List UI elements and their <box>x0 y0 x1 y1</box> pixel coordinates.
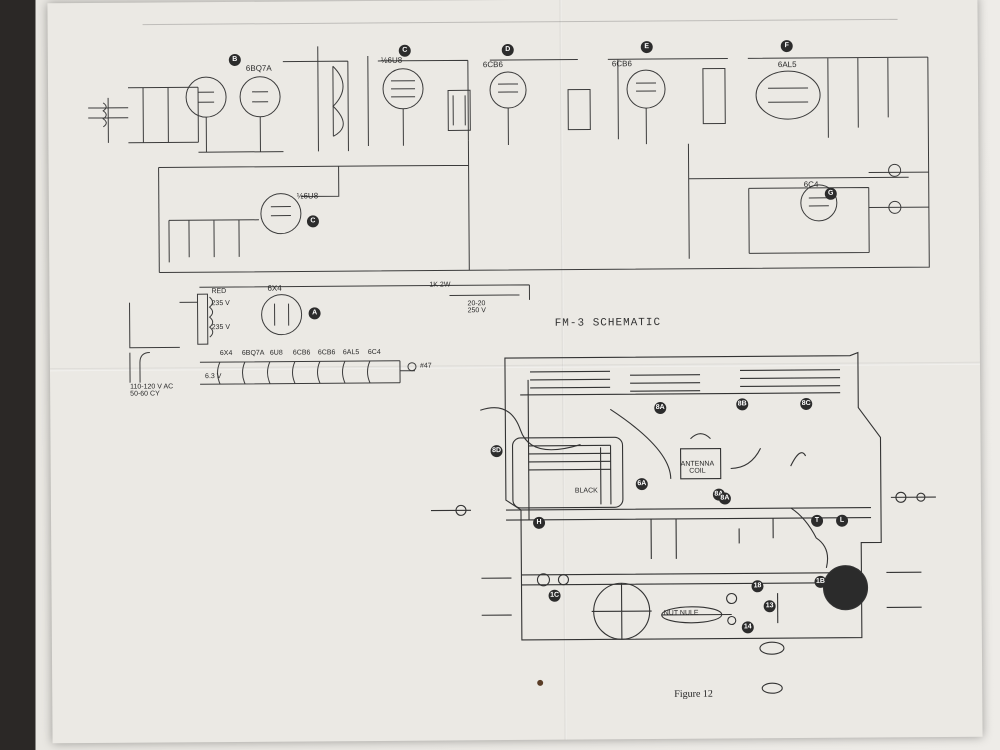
transformer-tap-235-bottom: 235 V <box>211 323 231 332</box>
callout-t: T <box>811 514 824 527</box>
section-badge-e: E <box>640 41 653 54</box>
section-badge-f: F <box>780 40 793 53</box>
filter-resistor-label: 1K 2W <box>429 281 451 289</box>
callout-1c: 1C <box>548 589 561 602</box>
heater-tube-5: 6CB6 <box>317 349 336 357</box>
transformer-tap-235-top: 235 V <box>211 299 230 308</box>
callout-8b: 8B <box>736 398 749 411</box>
heater-voltage-label: 6.3 V <box>205 373 222 381</box>
tube-d-label: 6CB6 <box>482 60 503 70</box>
heater-tube-6: 6AL5 <box>342 349 360 357</box>
tube-f-label: 6AL5 <box>777 60 797 70</box>
callout-1b: 1B <box>814 575 827 588</box>
heater-tube-2: 6BQ7A <box>241 349 265 357</box>
section-badge-g: G <box>824 187 837 200</box>
tube-c-top-label: ½6U8 <box>380 55 403 65</box>
tube-b-label: 6BQ7A <box>245 63 272 73</box>
callout-14: 14 <box>741 621 754 634</box>
schematic-drawing <box>88 18 936 694</box>
callout-6a: 6A <box>635 478 648 491</box>
transformer-tap-red: RED <box>211 288 227 296</box>
mains-label: 110-120 V AC 50-60 CY <box>130 383 174 398</box>
callout-h: H <box>533 516 546 529</box>
callout-8c: 8C <box>800 397 813 411</box>
section-badge-b: B <box>228 53 241 66</box>
schematic-title: FM-3 SCHEMATIC <box>554 316 662 330</box>
callout-8a-3: 8A <box>718 492 731 505</box>
filter-cap-label: 20-20 250 V <box>467 300 486 315</box>
callout-l: L <box>836 514 849 527</box>
heater-tube-1: 6X4 <box>219 349 233 358</box>
callout-8a-1: 8A <box>654 401 667 415</box>
heater-tube-3: 6U8 <box>269 349 283 357</box>
section-badge-c-top: C <box>398 44 411 57</box>
callout-8d: 8D <box>490 445 503 458</box>
schematic-sheet: 6BQ7A ½6U8 6CB6 6CB6 6AL5 ½6U8 6C4 6X4 B… <box>47 0 983 744</box>
section-badge-c-bottom: C <box>306 215 319 228</box>
tube-e-label: 6CB6 <box>611 59 632 69</box>
callout-18: 18 <box>751 580 764 593</box>
tube-g-label: 6C4 <box>803 179 819 189</box>
heater-tube-7: 6C4 <box>367 348 381 357</box>
black-wire-label: BLACK <box>574 487 598 495</box>
antenna-coil-label: ANTENNA COIL <box>680 460 715 475</box>
pilot-lamp-label: #47 <box>419 362 432 370</box>
tube-a-label: 6X4 <box>267 283 282 293</box>
section-badge-a: A <box>308 307 321 320</box>
heater-tube-4: 6CB6 <box>292 349 311 357</box>
callout-13: 13 <box>763 600 776 613</box>
nut-label: NUT NULE <box>663 609 699 617</box>
figure-caption: Figure 12 <box>674 688 713 700</box>
tube-c-bottom-label: ½6U8 <box>296 191 319 201</box>
section-badge-d: D <box>501 44 514 57</box>
